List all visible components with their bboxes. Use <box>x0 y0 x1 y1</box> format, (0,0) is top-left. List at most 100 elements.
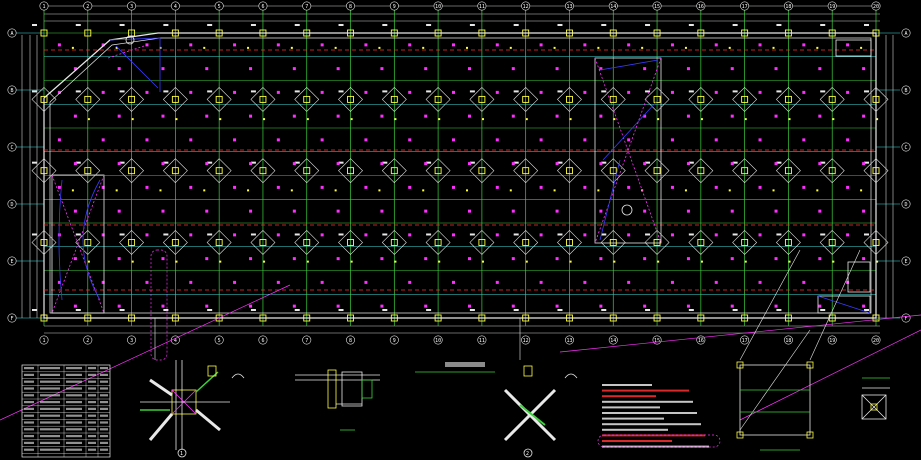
table-cell-text <box>88 421 96 424</box>
purlin-tag <box>408 185 412 189</box>
purlin-tag <box>627 90 631 94</box>
purlin-tag <box>643 162 647 166</box>
purlin-tag <box>438 260 441 263</box>
node-tag <box>382 24 388 26</box>
node-diamond <box>338 86 363 112</box>
purlin-tag <box>583 233 587 237</box>
purlin-tag <box>495 280 499 284</box>
note-line <box>602 395 656 398</box>
node-tag <box>426 161 432 164</box>
purlin-tag <box>422 189 425 192</box>
purlin-tag <box>249 114 253 118</box>
purlin-tag <box>424 304 428 308</box>
node-tag <box>688 233 694 236</box>
node-tag <box>469 309 475 311</box>
purlin-tag <box>161 257 165 261</box>
axis-bubble <box>346 335 356 345</box>
purlin-tag <box>466 46 468 49</box>
purlin-tag <box>684 46 687 49</box>
axis-label: 6 <box>261 338 264 344</box>
purlin-tag <box>73 209 77 213</box>
axis-label: C <box>10 145 13 151</box>
table-cell-text <box>40 401 60 404</box>
node-tag <box>864 233 869 236</box>
node-diamond <box>775 86 801 112</box>
node-diamond <box>732 86 758 112</box>
node-tag <box>469 24 475 26</box>
node-tag <box>294 233 300 236</box>
axis-label: 3 <box>130 4 133 10</box>
detail-mark-2: 2 <box>526 451 529 457</box>
purlin-tag <box>772 46 775 49</box>
purlin-tag <box>145 138 149 142</box>
table-cell-text <box>40 448 60 451</box>
purlin-tag <box>101 138 105 142</box>
purlin-tag <box>219 118 222 121</box>
purlin-tag <box>161 67 165 71</box>
purlin-tag <box>468 114 471 118</box>
column-node <box>653 95 661 103</box>
purlin-tag <box>263 118 266 121</box>
node-diamond <box>425 158 451 184</box>
purlin-tag <box>539 90 543 94</box>
purlin-tag <box>73 67 77 71</box>
axis-label: 9 <box>393 4 396 10</box>
axis-bubble <box>7 313 17 323</box>
purlin-tag <box>276 280 280 284</box>
purlin-tag <box>862 257 866 261</box>
axis-label: 1 <box>42 4 45 10</box>
purlin-tag <box>468 304 471 308</box>
table-cell-text <box>88 414 96 417</box>
purlin-tag <box>452 233 455 237</box>
table-cell-text <box>100 441 108 444</box>
axis-label: B <box>10 88 13 94</box>
table-cell-text <box>88 401 96 404</box>
purlin-tag <box>57 185 61 189</box>
purlin-tag <box>802 90 806 94</box>
purlin-tag <box>205 257 209 261</box>
purlin-tag <box>657 118 660 121</box>
axis-bubble <box>901 142 911 152</box>
column-node <box>566 239 573 246</box>
node-tag <box>776 90 782 93</box>
purlin-tag <box>643 257 647 261</box>
column-node <box>697 239 705 246</box>
purlin-tag <box>686 257 690 261</box>
purlin-tag <box>860 46 863 49</box>
axis-label: 1 <box>42 338 45 344</box>
detail-callout-column <box>150 249 168 361</box>
axis-bubble <box>871 1 881 11</box>
table-cell-text <box>100 428 108 431</box>
column-node <box>303 95 311 103</box>
purlin-tag <box>203 189 206 192</box>
purlin-tag <box>686 162 690 166</box>
purlin-tag <box>714 90 718 94</box>
purlin-tag <box>714 233 718 237</box>
purlin-tag <box>336 209 340 213</box>
table-cell-text <box>88 407 96 410</box>
node-detail-1 <box>140 360 245 458</box>
purlin-tag <box>482 118 484 121</box>
table-cell-text <box>88 441 96 444</box>
node-tag <box>250 233 256 236</box>
purlin-tag <box>189 233 193 237</box>
purlin-tag <box>525 260 528 263</box>
column-node <box>303 239 311 246</box>
node-tag <box>645 24 651 26</box>
node-diamond <box>775 230 801 255</box>
node-tag <box>820 233 826 236</box>
purlin-tag <box>380 162 384 166</box>
node-diamond <box>775 158 801 184</box>
table-cell-text <box>24 441 34 444</box>
table-cell-text <box>24 414 34 417</box>
axis-label: E <box>904 259 907 265</box>
purlin-tag <box>189 43 193 47</box>
purlin-tag <box>553 189 556 192</box>
purlin-tag <box>189 280 193 284</box>
table-cell-text <box>66 448 82 451</box>
node-diamond <box>513 158 539 184</box>
column-node <box>390 167 398 175</box>
purlin-tag <box>818 67 822 71</box>
